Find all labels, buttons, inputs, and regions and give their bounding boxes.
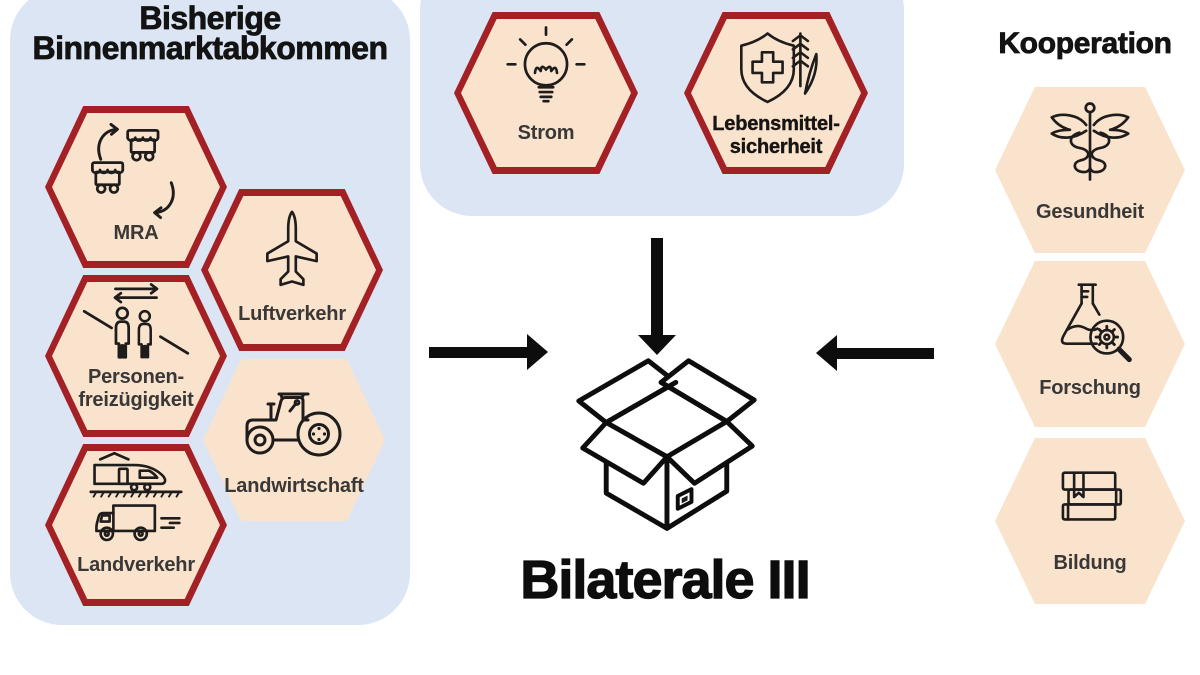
hexagon-bildung: Bildung <box>995 438 1185 604</box>
hexagon-landwirtschaft: Landwirtschaft <box>203 359 385 521</box>
hexagon-label: Bildung <box>1053 552 1127 575</box>
hexagon-lebensmittelsicherheit: Lebensmittel- sicherheit <box>684 12 868 174</box>
caduceus-icon <box>1050 102 1130 181</box>
hexagon-label: Lebensmittel- sicherheit <box>712 112 840 159</box>
hexagon-label: Personen- freizügigkeit <box>78 365 194 412</box>
arrow-shaft <box>837 348 934 359</box>
left-panel-title-line1: Bisherige <box>139 0 282 36</box>
hexagon-label: Luftverkehr <box>238 303 346 326</box>
hexagon-personenfreizuegigkeit: Personen- freizügigkeit <box>45 275 227 437</box>
hexagon-label: Forschung <box>1039 377 1141 400</box>
train-and-truck-icon <box>89 451 183 542</box>
arrow-head <box>527 334 548 370</box>
arrow-head <box>816 335 837 371</box>
hexagon-label: Strom <box>517 122 575 145</box>
flask-magnifier-gear-icon <box>1060 283 1132 363</box>
shield-cross-wheat-icon <box>740 32 818 104</box>
hexagon-strom: Strom <box>454 12 638 174</box>
hexagon-fill <box>691 19 861 167</box>
hexagon-fill <box>208 196 376 344</box>
hexagon-forschung: Forschung <box>995 261 1185 427</box>
center-title: Bilaterale III <box>520 549 811 610</box>
lightbulb-icon <box>506 26 586 103</box>
arrow-head <box>638 335 676 355</box>
left-panel-title: Bisherige Binnenmarktabkommen <box>10 0 410 67</box>
open-box-icon <box>576 358 757 531</box>
hexagon-landverkehr: Landverkehr <box>45 444 227 606</box>
people-border-crossing-icon <box>82 283 190 359</box>
hexagon-label: MRA <box>113 222 159 245</box>
hexagon-luftverkehr: Luftverkehr <box>201 189 383 351</box>
airplane-icon <box>266 210 318 287</box>
hexagon-fill <box>52 282 220 430</box>
tractor-icon <box>245 392 342 457</box>
left-panel-title-line2: Binnenmarktabkommen <box>32 30 388 67</box>
hexagon-mra: MRA <box>45 106 227 268</box>
market-carts-exchange-icon <box>91 122 175 220</box>
hexagon-label: Landverkehr <box>77 554 195 577</box>
hexagon-gesundheit: Gesundheit <box>995 87 1185 253</box>
hexagon-label: Gesundheit <box>1035 201 1144 224</box>
hexagon-fill <box>52 451 220 599</box>
books-icon <box>1061 471 1123 521</box>
arrow-shaft <box>651 238 663 335</box>
kooperation-title: Kooperation <box>998 27 1172 61</box>
arrow-shaft <box>429 347 527 358</box>
hexagon-fill <box>995 438 1185 604</box>
hexagon-label: Landwirtschaft <box>224 475 364 498</box>
